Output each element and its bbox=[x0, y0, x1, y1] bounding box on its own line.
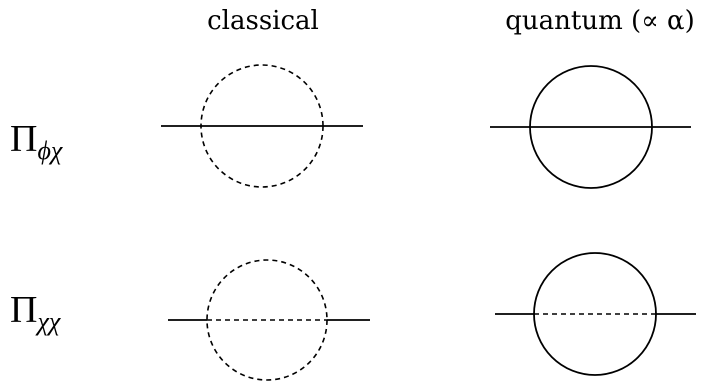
row-label-pi-chi-chi: Πχχ bbox=[10, 289, 61, 336]
diagram-phi-chi-classical bbox=[161, 64, 363, 188]
column-heading-classical: classical bbox=[207, 6, 319, 36]
row-label-pi-chi-chi-subscript: χχ bbox=[34, 307, 60, 336]
row-label-pi-phi-chi: Πϕχ bbox=[10, 118, 63, 165]
row-label-pi-phi-chi-symbol: Π bbox=[10, 118, 37, 160]
diagram-chi-chi-quantum bbox=[495, 252, 696, 376]
diagram-phi-chi-quantum bbox=[490, 65, 691, 189]
row-label-pi-chi-chi-symbol: Π bbox=[10, 289, 37, 331]
column-heading-quantum: quantum (∝ α) bbox=[505, 6, 694, 36]
row-label-pi-phi-chi-subscript: ϕχ bbox=[37, 136, 62, 165]
diagram-chi-chi-classical bbox=[168, 259, 370, 381]
